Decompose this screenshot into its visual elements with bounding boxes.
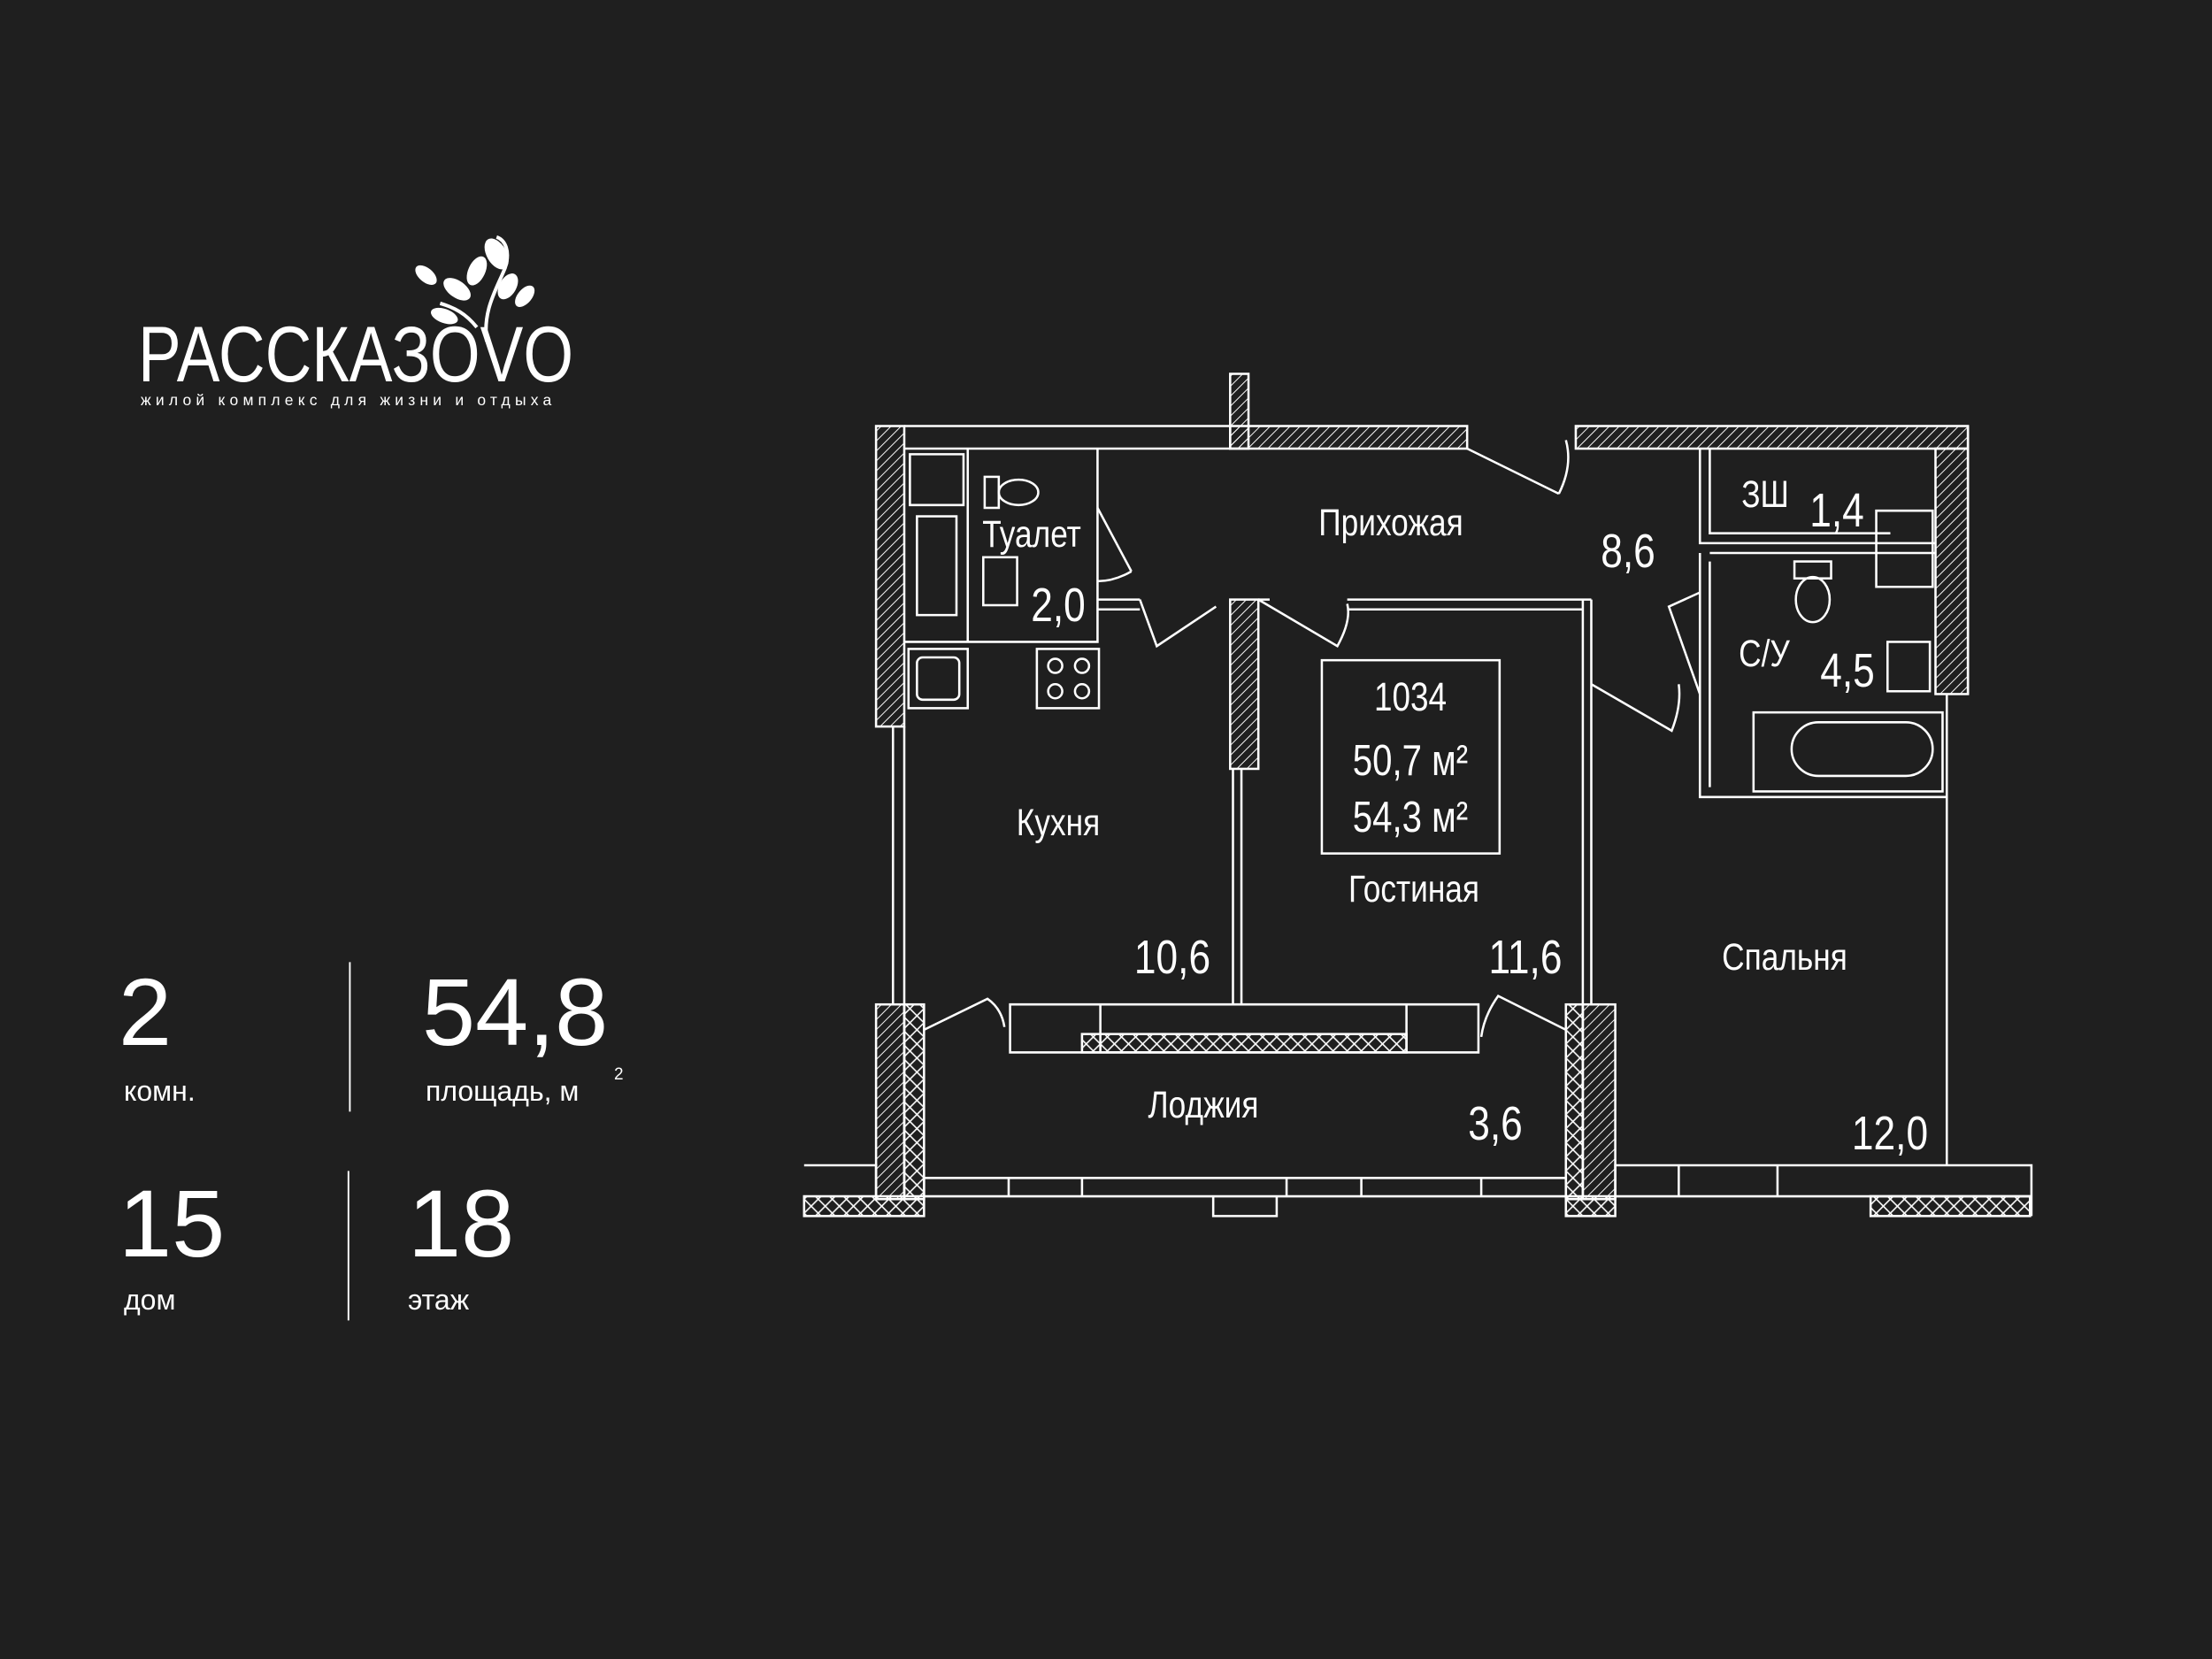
doors [923, 440, 1701, 1038]
room-name-hallway: Прихожая [1318, 502, 1463, 544]
room-area-hallway: 8,6 [1601, 525, 1655, 578]
room-area-bathroom: 4,5 [1820, 644, 1875, 697]
rooms-value: 2 [119, 958, 173, 1065]
building-label: дом [124, 1284, 176, 1316]
leaves-icon [415, 234, 535, 342]
room-area-loggia: 3,6 [1468, 1097, 1523, 1150]
area-living: 50,7 м² [1352, 737, 1469, 785]
room-area-toilet: 2,0 [1031, 579, 1086, 632]
floor-plan [803, 373, 2033, 1217]
stove-icon [1035, 648, 1101, 710]
area-value: 54,8 [422, 958, 609, 1065]
floor-label: этаж [408, 1284, 470, 1316]
walls [803, 373, 2033, 1217]
room-name-kitchen: Кухня [1016, 802, 1101, 844]
room-area-bedroom: 12,0 [1851, 1107, 1929, 1160]
area-total: 54,3 м² [1352, 794, 1469, 841]
floor-value: 18 [408, 1170, 515, 1277]
building-value: 15 [119, 1170, 226, 1277]
toilet-icon [983, 475, 1040, 510]
room-area-living: 11,6 [1488, 931, 1563, 984]
sink-icon [907, 556, 1932, 710]
toilet-icon [1793, 560, 1832, 624]
room-name-closet: ЗШ [1741, 473, 1789, 516]
room-name-toilet: Туалет [982, 513, 1081, 556]
room-area-kitchen: 10,6 [1133, 931, 1211, 984]
rooms-label: комн. [124, 1075, 196, 1107]
room-name-bathroom: С/У [1739, 633, 1790, 675]
bathtub-icon [916, 515, 1944, 793]
room-name-living: Гостиная [1348, 868, 1479, 910]
room-name-loggia: Лоджия [1148, 1084, 1259, 1126]
apartment-number: 1034 [1373, 674, 1448, 719]
logo-tagline: жилой комплекс для жизни и отдыха [141, 391, 557, 409]
area-label: площадь, м [426, 1075, 580, 1107]
room-name-bedroom: Спальня [1722, 936, 1847, 979]
area-unit-sup: 2 [614, 1065, 624, 1084]
logo-name: РАССКАЗОVO [138, 310, 574, 398]
apartment-info-box [1320, 658, 1502, 855]
fixtures [907, 453, 1944, 793]
room-area-closet: 1,4 [1809, 484, 1864, 537]
shower-icon [909, 453, 1934, 588]
